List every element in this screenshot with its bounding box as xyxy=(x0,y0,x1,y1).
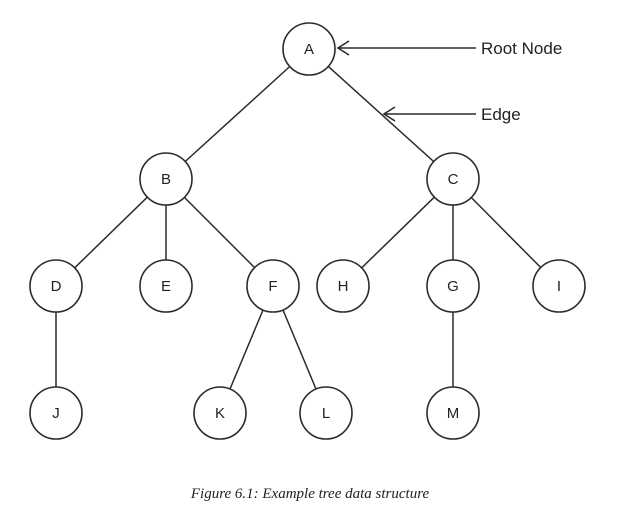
node-circle-g xyxy=(426,259,480,313)
edge-a-b xyxy=(184,65,291,163)
node-d: D xyxy=(29,259,83,313)
node-circle-j xyxy=(29,386,83,440)
node-m: M xyxy=(426,386,480,440)
node-circle-d xyxy=(29,259,83,313)
node-e: E xyxy=(139,259,193,313)
node-label-a: A xyxy=(304,41,314,58)
edge-c-h xyxy=(361,196,435,269)
node-h: H xyxy=(316,259,370,313)
node-label-c: C xyxy=(448,171,459,188)
node-i: I xyxy=(532,259,586,313)
edge-c-i xyxy=(470,196,542,269)
node-j: J xyxy=(29,386,83,440)
edge-callout: Edge xyxy=(382,105,521,124)
node-label-j: J xyxy=(52,405,60,422)
node-circle-e xyxy=(139,259,193,313)
node-label-i: I xyxy=(557,278,561,295)
figure-caption: Figure 6.1: Example tree data structure xyxy=(190,486,430,502)
nodes: A B C D E F H G I J K L M xyxy=(29,22,586,440)
node-circle-f xyxy=(246,259,300,313)
node-a: A xyxy=(282,22,336,76)
edge-callout-arrowhead xyxy=(382,106,396,122)
node-label-k: K xyxy=(215,405,225,422)
edges xyxy=(55,65,542,390)
node-circle-a xyxy=(282,22,336,76)
node-label-e: E xyxy=(161,278,171,295)
node-b: B xyxy=(139,152,193,206)
node-label-h: H xyxy=(338,278,349,295)
node-g: G xyxy=(426,259,480,313)
edge-b-d xyxy=(74,196,148,269)
root-node-callout-arrowhead xyxy=(336,40,350,56)
edge-f-l xyxy=(282,309,317,390)
node-circle-b xyxy=(139,152,193,206)
root-node-callout-label: Root Node xyxy=(481,39,562,58)
node-circle-m xyxy=(426,386,480,440)
node-label-f: F xyxy=(268,278,277,295)
edge-a-c xyxy=(327,65,435,163)
edge-callout-label: Edge xyxy=(481,105,521,124)
node-circle-h xyxy=(316,259,370,313)
node-k: K xyxy=(193,386,247,440)
node-circle-l xyxy=(299,386,353,440)
node-circle-i xyxy=(532,259,586,313)
node-label-l: L xyxy=(322,405,330,422)
node-f: F xyxy=(246,259,300,313)
node-label-m: M xyxy=(447,405,460,422)
edge-b-f xyxy=(183,196,256,269)
node-circle-k xyxy=(193,386,247,440)
node-circle-c xyxy=(426,152,480,206)
node-l: L xyxy=(299,386,353,440)
node-label-d: D xyxy=(51,278,62,295)
root-node-callout: Root Node xyxy=(336,39,562,58)
node-label-b: B xyxy=(161,171,171,188)
edge-f-k xyxy=(229,309,264,390)
node-c: C xyxy=(426,152,480,206)
node-label-g: G xyxy=(447,278,459,295)
